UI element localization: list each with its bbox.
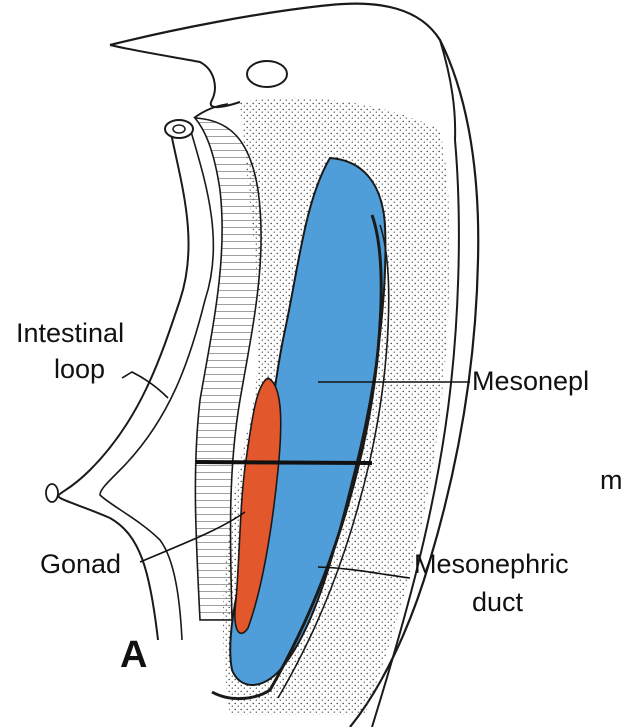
intestinal-loop-leader	[122, 372, 168, 398]
mesonephros-label: Mesonepl	[472, 366, 589, 397]
mesonephric-duct-label-line2: duct	[472, 587, 523, 618]
intestinal-loop-label-line1: Intestinal	[16, 318, 124, 349]
panel-label: A	[120, 635, 147, 675]
gut-cross-section-top	[165, 120, 193, 138]
gonad-label: Gonad	[40, 549, 121, 580]
gut-cross-section-side	[46, 484, 58, 502]
intestinal-loop-label-line2: loop	[54, 354, 105, 385]
notochord-circle	[247, 61, 287, 87]
mesonephric-duct-label-line1: Mesonephric	[414, 549, 569, 580]
cutoff-letter-label: m	[600, 465, 623, 496]
dorsal-flap	[110, 45, 240, 107]
section-plane-line	[196, 462, 372, 463]
